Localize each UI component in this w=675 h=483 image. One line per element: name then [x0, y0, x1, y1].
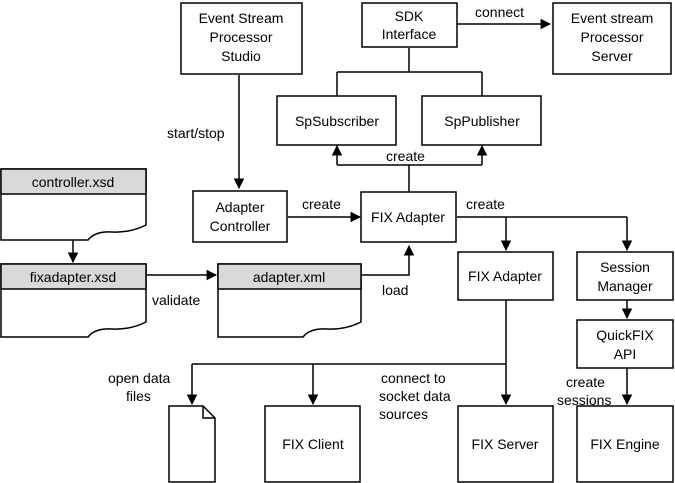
node-adapter-xml: adapter.xml: [217, 263, 362, 338]
label-connect-socket-line-3: sources: [379, 406, 428, 422]
label-start-stop: start/stop: [167, 125, 225, 141]
label-open-data-line-2: files: [126, 388, 151, 404]
esp-server-line-1: Event stream: [571, 10, 653, 26]
edge-labels: connect start/stop create create create …: [108, 4, 611, 422]
sp-subscriber-label: SpSubscriber: [295, 113, 379, 129]
node-fix-client: FIX Client: [264, 405, 361, 483]
adapter-controller-line-1: Adapter: [215, 199, 264, 215]
fix-server-label: FIX Server: [472, 436, 539, 452]
label-load: load: [382, 282, 408, 298]
esp-server-line-2: Processor: [580, 29, 643, 45]
node-fix-adapter-main: FIX Adapter: [360, 191, 457, 243]
node-data-file: [168, 405, 216, 483]
quickfix-api-line-2: API: [614, 346, 637, 362]
sdk-interface-line-1: SDK: [395, 8, 424, 24]
label-create-sessions-line-1: create: [566, 374, 605, 390]
label-connect: connect: [475, 4, 524, 20]
node-sp-subscriber: SpSubscriber: [276, 95, 397, 146]
node-fix-server: FIX Server: [457, 405, 554, 483]
node-fix-adapter-sub: FIX Adapter: [457, 251, 554, 301]
fix-adapter-sub-label: FIX Adapter: [468, 268, 542, 284]
node-esp-studio: Event Stream Processor Studio: [180, 2, 303, 75]
node-fixadapter-xsd: fixadapter.xsd: [0, 263, 147, 338]
label-connect-socket-line-2: socket data: [379, 388, 451, 404]
edges: [67, 18, 633, 406]
fix-engine-label: FIX Engine: [590, 436, 659, 452]
esp-studio-line-2: Processor: [209, 29, 272, 45]
esp-server-line-3: Server: [591, 48, 633, 64]
sdk-interface-line-2: Interface: [382, 26, 437, 42]
fix-client-label: FIX Client: [282, 436, 344, 452]
node-fix-engine: FIX Engine: [576, 405, 674, 483]
label-open-data-line-1: open data: [108, 370, 170, 386]
label-connect-socket-line-1: connect to: [381, 370, 446, 386]
node-quickfix-api: QuickFIX API: [576, 319, 674, 369]
controller-xsd-label: controller.xsd: [32, 174, 114, 190]
label-create-pubsub: create: [386, 148, 425, 164]
esp-studio-line-3: Studio: [221, 48, 261, 64]
fix-adapter-main-label: FIX Adapter: [371, 209, 445, 225]
esp-studio-line-1: Event Stream: [199, 10, 284, 26]
node-controller-xsd: controller.xsd: [0, 168, 147, 241]
node-session-manager: Session Manager: [576, 251, 674, 301]
session-manager-line-2: Manager: [597, 278, 653, 294]
adapter-controller-line-2: Controller: [210, 218, 271, 234]
sp-publisher-label: SpPublisher: [444, 113, 520, 129]
label-create-adapters: create: [466, 196, 505, 212]
edge-adapterxml-to-fix: [361, 244, 415, 276]
label-create-controller: create: [302, 196, 341, 212]
adapter-xml-label: adapter.xml: [253, 269, 325, 285]
label-create-sessions-line-2: sessions: [557, 392, 611, 408]
fixadapter-xsd-label: fixadapter.xsd: [30, 269, 116, 285]
session-manager-line-1: Session: [600, 259, 650, 275]
node-sdk-interface: SDK Interface: [361, 2, 458, 48]
label-validate: validate: [152, 292, 200, 308]
node-sp-publisher: SpPublisher: [421, 95, 542, 146]
node-esp-server: Event stream Processor Server: [552, 2, 672, 75]
node-adapter-controller: Adapter Controller: [192, 190, 288, 243]
quickfix-api-line-1: QuickFIX: [596, 327, 654, 343]
